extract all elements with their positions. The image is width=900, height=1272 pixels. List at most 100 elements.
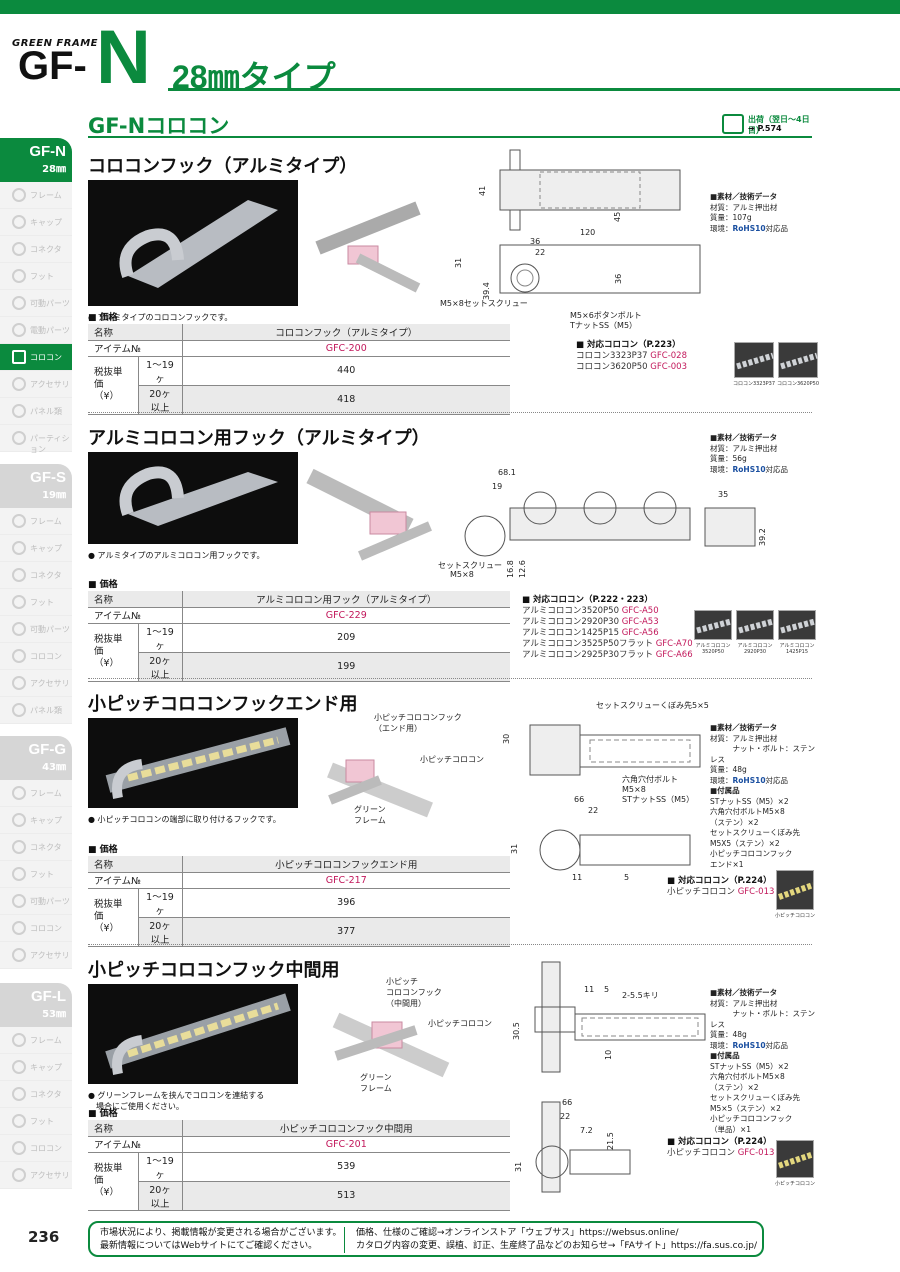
dimension-label: 36	[530, 237, 541, 246]
compatible-code[interactable]: GFC-A53	[621, 617, 659, 627]
callout-label: 小ピッチ コロコンフック （中間用）	[386, 977, 442, 1008]
sidebar-group-name: GF-N	[29, 143, 66, 160]
caption-line: ● アルミタイプのアルミコロコン用フックです。	[88, 551, 265, 560]
quantity-tier: 1〜19ヶ	[138, 1152, 183, 1182]
callout-label: グリーン フレーム	[360, 1073, 392, 1093]
dimension-label: 120	[580, 228, 596, 237]
sidebar-item[interactable]: フレーム	[0, 182, 72, 209]
sidebar-item[interactable]: キャップ	[0, 1054, 72, 1081]
sidebar-item-label: 可動パーツ	[30, 299, 70, 308]
compatible-item: アルミコロコン1425P15 GFC-A56	[522, 628, 712, 639]
compatible-code[interactable]: GFC-003	[650, 362, 687, 372]
unit-price-label-line: （¥）	[94, 391, 120, 402]
footer-right-1[interactable]: 価格、仕様のご確認→オンラインストア「ウェブサス」https://websus.…	[356, 1228, 679, 1238]
spec-line: 質量：56g	[710, 454, 747, 463]
sidebar-item[interactable]: フット	[0, 861, 72, 888]
spec-line: ナット・ボルト：ステンレス	[710, 744, 815, 764]
item-number[interactable]: GFC-229	[182, 607, 510, 624]
sidebar-item[interactable]: フレーム	[0, 780, 72, 807]
technical-drawing	[464, 491, 756, 557]
sidebar-item[interactable]: アクセサリ	[0, 371, 72, 398]
section-divider	[88, 412, 812, 413]
assembly-illustration	[306, 468, 432, 561]
sidebar-item[interactable]: 電動パーツ	[0, 317, 72, 344]
spec-line: 質量：48g	[710, 1030, 747, 1039]
sidebar-item[interactable]: アクセサリ	[0, 1162, 72, 1189]
dimension-label: 12.6	[518, 560, 527, 578]
unit-price-label-line: 税抜単価	[94, 367, 123, 390]
item-number[interactable]: GFC-200	[182, 340, 510, 357]
compatible-code[interactable]: GFC-A56	[621, 628, 659, 638]
shipping-label: 出荷（翌日〜4日目）	[748, 115, 810, 135]
sidebar-item[interactable]: フレーム	[0, 508, 72, 535]
product-name: 小ピッチコロコンフック中間用	[182, 1120, 510, 1137]
unit-price: 396	[182, 888, 510, 918]
dimension-label: 22	[535, 248, 546, 257]
attachment-line: （ステン）×2	[710, 817, 759, 827]
sidebar-item[interactable]: フレーム	[0, 1027, 72, 1054]
category-icon	[12, 350, 26, 364]
rohs-badge: RoHS10	[732, 464, 766, 474]
compatible-code[interactable]: GFC-A66	[655, 650, 693, 660]
page-number: 236	[28, 1228, 60, 1246]
section-title: 小ピッチコロコンフック中間用	[88, 960, 340, 981]
section-title: アルミコロコン用フック（アルミタイプ）	[88, 428, 430, 449]
compatible-heading: ■ 対応コロコン（P.222・223）	[522, 595, 653, 605]
sidebar-item-label: キャップ	[30, 816, 62, 825]
product-photo	[88, 452, 298, 544]
sidebar-item[interactable]: フット	[0, 263, 72, 290]
sidebar-item[interactable]: キャップ	[0, 807, 72, 834]
sidebar-item[interactable]: コロコン	[0, 643, 72, 670]
sidebar-item[interactable]: パネル類	[0, 398, 72, 425]
shipping-page: ➔ P.574	[748, 124, 782, 133]
top-bar	[0, 0, 900, 14]
sidebar-item[interactable]: コネクタ	[0, 562, 72, 589]
sidebar-item[interactable]: コネクタ	[0, 834, 72, 861]
product-section: 小ピッチコロコンフックエンド用● 小ピッチコロコンの端部に取り付けるフックです。…	[0, 0, 900, 947]
sidebar-item[interactable]: コネクタ	[0, 236, 72, 263]
compatible-name: コロコン3620P50	[576, 362, 651, 372]
sidebar-group-size: 53㎜	[42, 1009, 66, 1020]
category-icon	[12, 404, 26, 418]
spec-env: 環境：RoHS10対応品	[710, 465, 820, 476]
footer-notice: 市場状況により、掲載情報が変更される場合がございます。 最新情報についてはWeb…	[88, 1221, 764, 1257]
roller-swatch-label: アルミコロコン1425P15	[779, 643, 815, 655]
sidebar-item[interactable]: アクセサリ	[0, 670, 72, 697]
dimension-label: 11	[572, 873, 583, 882]
sidebar-item[interactable]: キャップ	[0, 209, 72, 236]
compatible-code[interactable]: GFC-013	[737, 1148, 775, 1158]
compatible-code[interactable]: GFC-A50	[621, 606, 659, 616]
sidebar-item[interactable]: コネクタ	[0, 1081, 72, 1108]
footer-right-2[interactable]: カタログ内容の変更、誤植、訂正、生産終了品などのお知らせ→「FAサイト」http…	[356, 1241, 758, 1251]
sidebar-item[interactable]: キャップ	[0, 535, 72, 562]
category-icon	[12, 595, 26, 609]
sidebar-item[interactable]: 可動パーツ	[0, 290, 72, 317]
compatible-name: アルミコロコン1425P15	[522, 628, 622, 638]
compatible-code[interactable]: GFC-028	[650, 351, 687, 361]
product-photo	[88, 718, 298, 808]
item-number[interactable]: GFC-201	[182, 1136, 510, 1153]
sidebar-item[interactable]: コロコン	[0, 1135, 72, 1162]
sidebar-item[interactable]: 可動パーツ	[0, 616, 72, 643]
price-name-row: 名称コロコンフック（アルミタイプ）	[88, 324, 510, 341]
sidebar-item[interactable]: フット	[0, 1108, 72, 1135]
sidebar-item[interactable]: コロコン	[0, 344, 72, 371]
sidebar-item[interactable]: 可動パーツ	[0, 888, 72, 915]
sidebar-item[interactable]: パーティション	[0, 425, 72, 454]
compatible-code[interactable]: GFC-A70	[655, 639, 693, 649]
compatible-rollers: ■ 対応コロコン（P.224）小ピッチコロコン GFC-013	[667, 1137, 857, 1159]
name-label: 名称	[88, 324, 183, 341]
sidebar-group-name: GF-S	[30, 469, 66, 486]
attachment-line: （単品）×1	[710, 1124, 752, 1134]
compatible-code[interactable]: GFC-013	[737, 887, 775, 897]
item-number[interactable]: GFC-217	[182, 872, 510, 889]
sidebar-item[interactable]: アクセサリ	[0, 942, 72, 969]
sidebar-item[interactable]: パネル類	[0, 697, 72, 724]
sidebar-item[interactable]: フット	[0, 589, 72, 616]
sidebar-item[interactable]: コロコン	[0, 915, 72, 942]
